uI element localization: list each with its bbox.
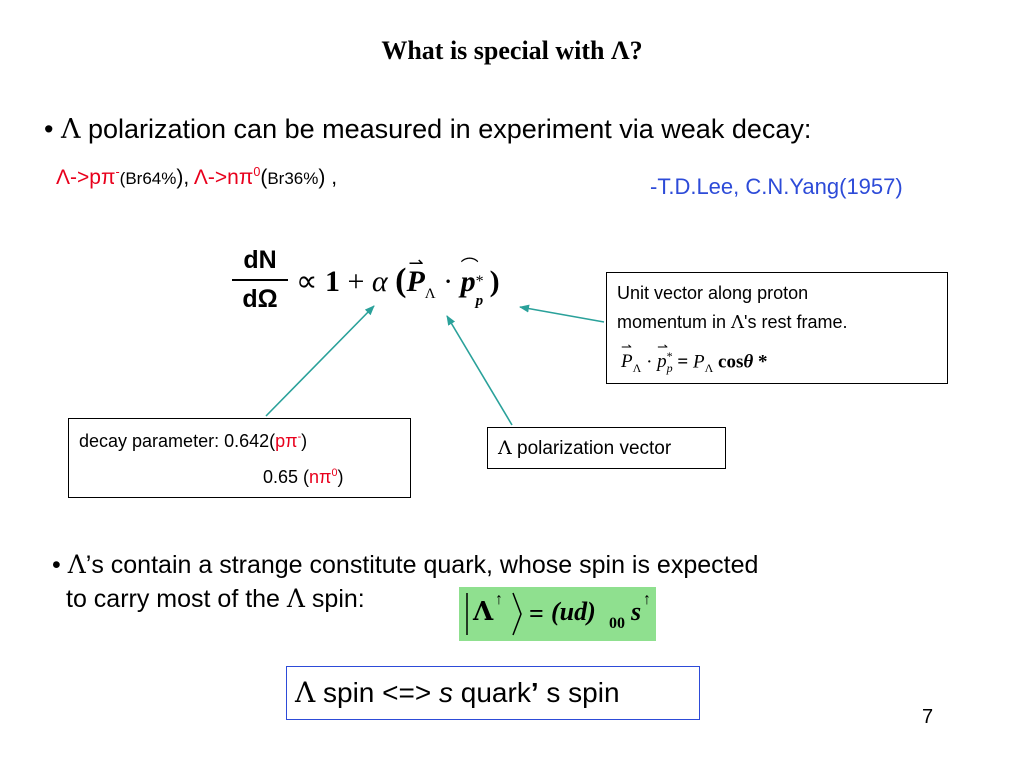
- lambda-symbol: Λ: [60, 114, 81, 145]
- reference-citation: -T.D.Lee, C.N.Yang(1957): [650, 174, 903, 199]
- lambda-subscript: Λ: [424, 286, 436, 302]
- proton-subscript: p: [475, 293, 484, 309]
- bullet-mark: •: [52, 551, 61, 579]
- hat-icon: ⌒: [460, 257, 479, 277]
- unit-vector-line1: Unit vector along proton: [617, 283, 809, 303]
- unit-vector-callout: Unit vector along proton momentum in Λ's…: [606, 272, 948, 384]
- polarization-vector-callout: Λ polarization vector: [487, 427, 726, 469]
- formula-one: 1: [324, 265, 340, 298]
- spin-up-arrow: ↑: [495, 591, 503, 608]
- fraction-bar: [232, 279, 288, 281]
- formula-plus: +: [347, 265, 365, 298]
- decay-channel-1: Λ->pπ: [56, 166, 116, 189]
- decay-parameter-line2: 0.65 (nπ0): [263, 467, 344, 487]
- quark-state-equation: Λ ↑ = (ud) 00 s ↑: [459, 587, 656, 641]
- decay-channel-2: Λ->nπ: [193, 166, 254, 189]
- alpha-symbol: α: [371, 265, 388, 298]
- decay-channels: Λ->pπ-(Br64%), Λ->nπ0(Br36%) ,: [56, 165, 338, 189]
- cos-equation: ⇀PΛ · ⇀p*p = PΛ cosθ *: [621, 339, 768, 376]
- dot-operator: ·: [443, 265, 454, 298]
- formula-rhs: ∝ 1 + α (⇀PΛ · ⌒p*p): [296, 253, 500, 309]
- arrow-polarization-vector: [446, 315, 513, 426]
- ket-bracket-icon: [466, 592, 522, 636]
- bullet-mark: •: [44, 114, 54, 144]
- branching-ratio-1: Br64%: [125, 169, 177, 188]
- arrow-decay-parameter: [265, 305, 375, 417]
- polarization-vector-symbol: P: [406, 265, 425, 298]
- formula-denominator: dΩ: [242, 285, 278, 313]
- decay-channel-1-charge: -: [115, 165, 120, 179]
- spin-correspondence-box: Λ spin <=> s quark’ s spin: [286, 666, 700, 720]
- star-superscript: *: [475, 273, 484, 290]
- decay-parameter-line1: decay parameter: 0.642(pπ-): [79, 431, 308, 451]
- formula-fraction: dN dΩ: [232, 246, 288, 314]
- decay-channel-2-charge: 0: [253, 165, 261, 179]
- vector-arrow-icon: ⇀: [657, 339, 669, 355]
- bullet-text: polarization can be measured in experime…: [80, 114, 812, 144]
- bullet-strange-quark: • Λ’s contain a strange constitute quark…: [52, 550, 759, 613]
- spin-up-arrow: ↑: [643, 591, 651, 608]
- formula-numerator: dN: [243, 246, 277, 274]
- page-number: 7: [922, 706, 934, 728]
- proton-momentum-symbol: p: [460, 265, 476, 298]
- arrow-unit-vector: [519, 304, 605, 323]
- decay-parameter-callout: decay parameter: 0.642(pπ-) 0.65 (nπ0): [68, 418, 411, 498]
- vector-arrow-icon: ⇀: [408, 253, 424, 273]
- unit-vector-line2: momentum in Λ's rest frame.: [617, 312, 848, 333]
- branching-ratio-2: Br36%: [267, 169, 319, 188]
- propto-symbol: ∝: [296, 265, 318, 298]
- slide-title: What is special with Λ?: [381, 36, 643, 65]
- formula-open-paren: (: [395, 262, 407, 299]
- vector-arrow-icon: ⇀: [621, 339, 632, 355]
- bullet-polarization: • Λ polarization can be measured in expe…: [44, 114, 811, 145]
- formula-close-paren: ): [489, 265, 500, 298]
